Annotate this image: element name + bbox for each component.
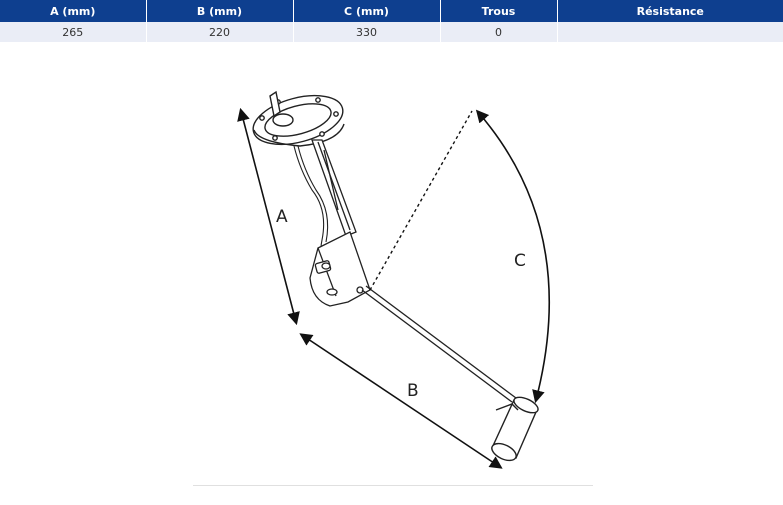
dimension-c-reference	[369, 110, 473, 291]
dimension-b-line	[299, 333, 503, 469]
cell-holes: 0	[440, 22, 558, 42]
header-b: B (mm)	[146, 0, 294, 22]
cell-resistance	[557, 22, 783, 42]
cell-b: 220	[146, 22, 294, 42]
header-resistance: Résistance	[557, 0, 783, 22]
cell-c: 330	[293, 22, 441, 42]
dimension-a-line	[237, 107, 300, 326]
float	[491, 396, 539, 462]
header-c: C (mm)	[293, 0, 441, 22]
table-row: 265 220 330 0	[0, 22, 783, 42]
float-arm-housing	[309, 231, 371, 307]
header-a: A (mm)	[0, 0, 147, 22]
header-holes: Trous	[440, 0, 558, 22]
dimensions-table: A (mm) B (mm) C (mm) Trous Résistance 26…	[0, 0, 783, 42]
dimension-c-label: C	[514, 251, 526, 271]
float-rod	[361, 285, 517, 403]
bottom-divider	[193, 485, 593, 486]
dimension-a-label: A	[276, 207, 288, 227]
cell-a: 265	[0, 22, 147, 42]
fuel-sender-diagram: A B C	[237, 90, 550, 469]
dimension-b-label: B	[407, 381, 419, 401]
mounting-flange	[252, 90, 345, 147]
dimension-c-arc	[475, 109, 550, 404]
table-header-row: A (mm) B (mm) C (mm) Trous Résistance	[0, 0, 783, 22]
